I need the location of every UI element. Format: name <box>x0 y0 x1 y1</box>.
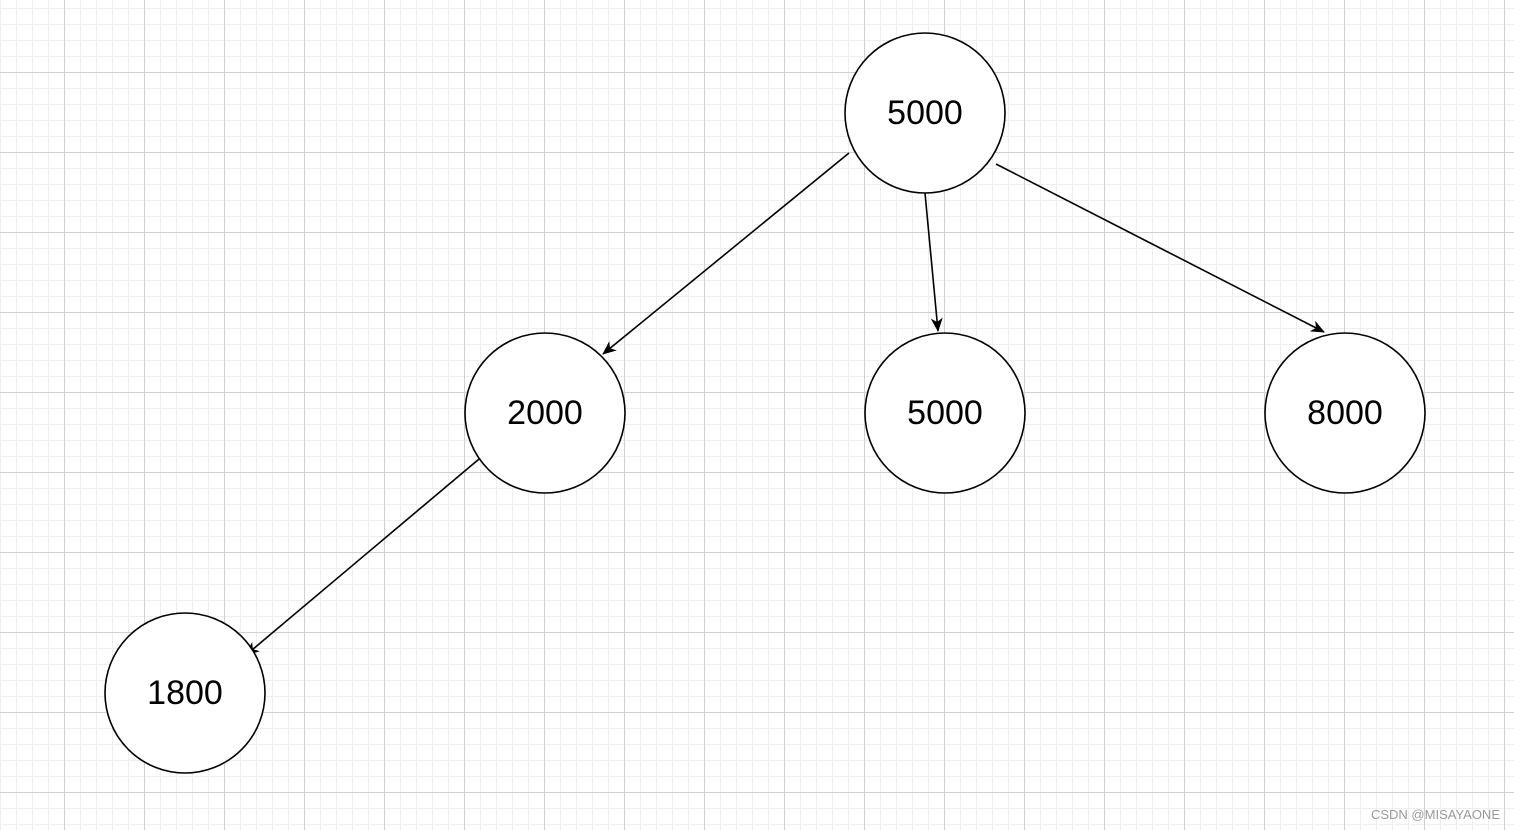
node-label: 8000 <box>1307 394 1383 432</box>
edge-root-to-middle <box>924 192 943 332</box>
watermark: CSDN @MISAYAONE <box>1370 807 1500 822</box>
tree-node-leftleft: 1800 <box>104 612 266 774</box>
edge-root-to-right <box>995 163 1325 333</box>
node-label: 2000 <box>507 394 583 432</box>
node-label: 1800 <box>147 674 223 712</box>
edge-left-to-leftleft <box>245 453 486 656</box>
tree-node-root: 5000 <box>844 32 1006 194</box>
node-label: 5000 <box>907 394 983 432</box>
tree-node-left: 2000 <box>464 332 626 494</box>
node-label: 5000 <box>887 94 963 132</box>
tree-node-middle: 5000 <box>864 332 1026 494</box>
edge-root-to-left <box>602 152 850 355</box>
tree-node-right: 8000 <box>1264 332 1426 494</box>
